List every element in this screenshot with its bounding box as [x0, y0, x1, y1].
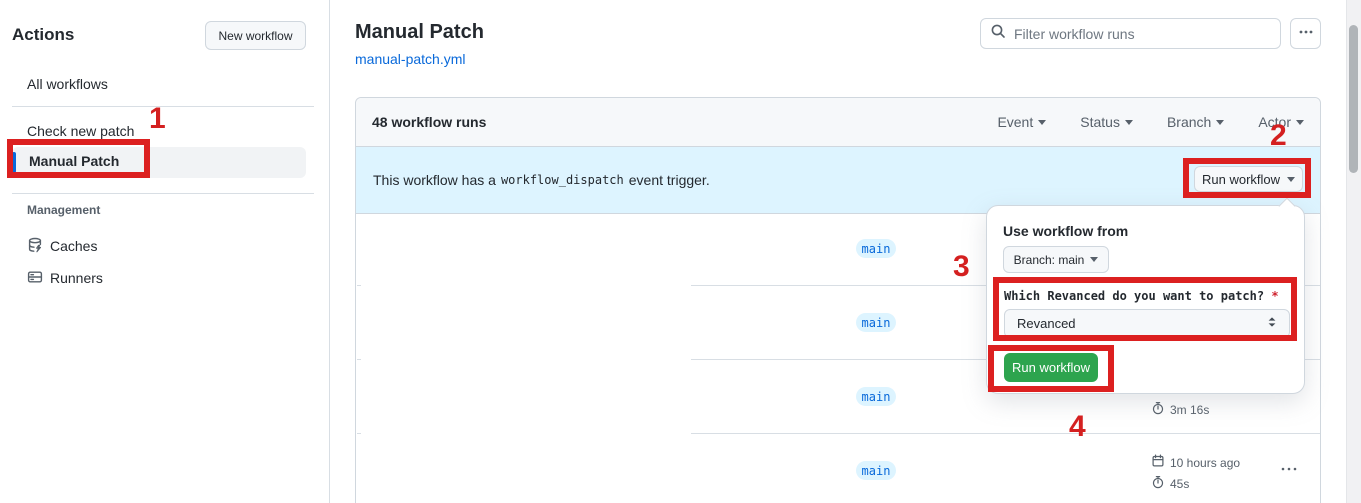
- branch-badge[interactable]: main: [856, 387, 896, 406]
- caret-down-icon: [1216, 119, 1225, 125]
- stopwatch-icon: [1151, 475, 1165, 492]
- run-duration: 3m 16s: [1151, 401, 1209, 418]
- sidebar-item-all-workflows[interactable]: All workflows: [27, 76, 108, 92]
- select-updown-icon: [1265, 315, 1279, 332]
- workflow-dispatch-banner: This workflow has a workflow_dispatch ev…: [356, 147, 1320, 214]
- filter-event[interactable]: Event: [997, 114, 1047, 130]
- sidebar-title: Actions: [12, 25, 75, 44]
- run-workflow-dropdown-button[interactable]: Run workflow: [1194, 166, 1303, 192]
- branch-badge[interactable]: main: [856, 461, 896, 480]
- stopwatch-icon: [1151, 401, 1165, 418]
- required-marker: *: [1271, 289, 1279, 303]
- run-filters: Event Status Branch Actor: [997, 114, 1304, 130]
- filter-branch[interactable]: Branch: [1167, 114, 1225, 130]
- search-input[interactable]: [1014, 25, 1244, 42]
- sidebar-divider: [12, 106, 314, 107]
- workflow-file-link[interactable]: manual-patch.yml: [355, 51, 466, 67]
- row-divider: [357, 433, 361, 434]
- filter-runs-searchbox[interactable]: [980, 18, 1281, 49]
- branch-selector-button[interactable]: Branch: main: [1003, 246, 1109, 273]
- workflow-dispatch-code: workflow_dispatch: [500, 173, 624, 187]
- branch-badge[interactable]: main: [856, 239, 896, 258]
- runners-server-icon: [27, 269, 43, 290]
- selected-item-accent-bar: [12, 152, 16, 173]
- row-kebab-button[interactable]: [1279, 461, 1299, 482]
- runs-count: 48 workflow runs: [372, 114, 487, 130]
- runs-list-header: 48 workflow runs Event Status Branch Act…: [356, 98, 1320, 147]
- run-workflow-dialog: Use workflow from Branch: main Which Rev…: [986, 205, 1305, 394]
- new-workflow-button[interactable]: New workflow: [205, 21, 306, 50]
- filter-status[interactable]: Status: [1080, 114, 1133, 130]
- banner-text: event trigger.: [628, 172, 710, 188]
- sidebar-divider: [12, 193, 314, 194]
- caret-down-icon: [1090, 257, 1099, 262]
- sidebar-item-check-new-patch[interactable]: Check new patch: [27, 123, 135, 139]
- page-title: Manual Patch: [355, 21, 484, 43]
- row-divider: [691, 433, 1320, 434]
- sidebar-item-manual-patch-label: Manual Patch: [29, 153, 120, 169]
- more-options-button[interactable]: [1290, 18, 1321, 49]
- cache-database-icon: [27, 237, 43, 258]
- run-workflow-submit-button[interactable]: Run workflow: [1004, 353, 1098, 382]
- search-icon: [990, 23, 1006, 44]
- row-divider: [357, 359, 361, 360]
- dialog-heading: Use workflow from: [1003, 223, 1129, 239]
- caret-down-icon: [1124, 119, 1133, 125]
- banner-text: This workflow has a: [373, 172, 496, 188]
- management-heading: Management: [27, 203, 101, 217]
- sidebar-item-runners[interactable]: Runners: [50, 270, 103, 286]
- run-date: 10 hours ago: [1151, 454, 1240, 471]
- caret-down-icon: [1287, 176, 1296, 182]
- kebab-icon: [1298, 24, 1314, 43]
- caret-down-icon: [1038, 119, 1047, 125]
- caret-down-icon: [1296, 119, 1304, 125]
- actions-sidebar: Actions New workflow All workflows Check…: [0, 0, 330, 503]
- calendar-icon: [1151, 454, 1165, 471]
- run-duration: 45s: [1151, 475, 1189, 492]
- branch-badge[interactable]: main: [856, 313, 896, 332]
- scrollbar-thumb[interactable]: [1349, 25, 1358, 173]
- revanced-select[interactable]: Revanced: [1004, 309, 1290, 338]
- filter-actor[interactable]: Actor: [1258, 114, 1304, 130]
- row-divider: [357, 285, 361, 286]
- sidebar-item-caches[interactable]: Caches: [50, 238, 98, 254]
- workflow-input-label: Which Revanced do you want to patch? *: [1004, 289, 1279, 303]
